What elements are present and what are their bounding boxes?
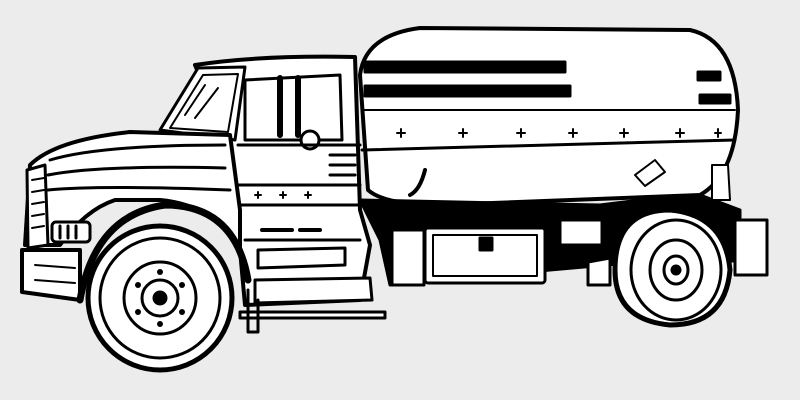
rear-wheel [586,207,733,328]
grille [25,163,50,250]
windshield-reflection [184,84,219,119]
fuel-box [423,226,547,285]
front-bumper [20,248,82,302]
side-window [243,73,344,142]
front-wheel [85,223,235,373]
hood [20,130,252,304]
rear-bumper [733,218,769,277]
rivet-row [396,128,722,138]
tanker-truck-icon [20,26,769,373]
tank [358,26,740,207]
cab-steps [253,246,374,305]
headlight [50,220,92,244]
